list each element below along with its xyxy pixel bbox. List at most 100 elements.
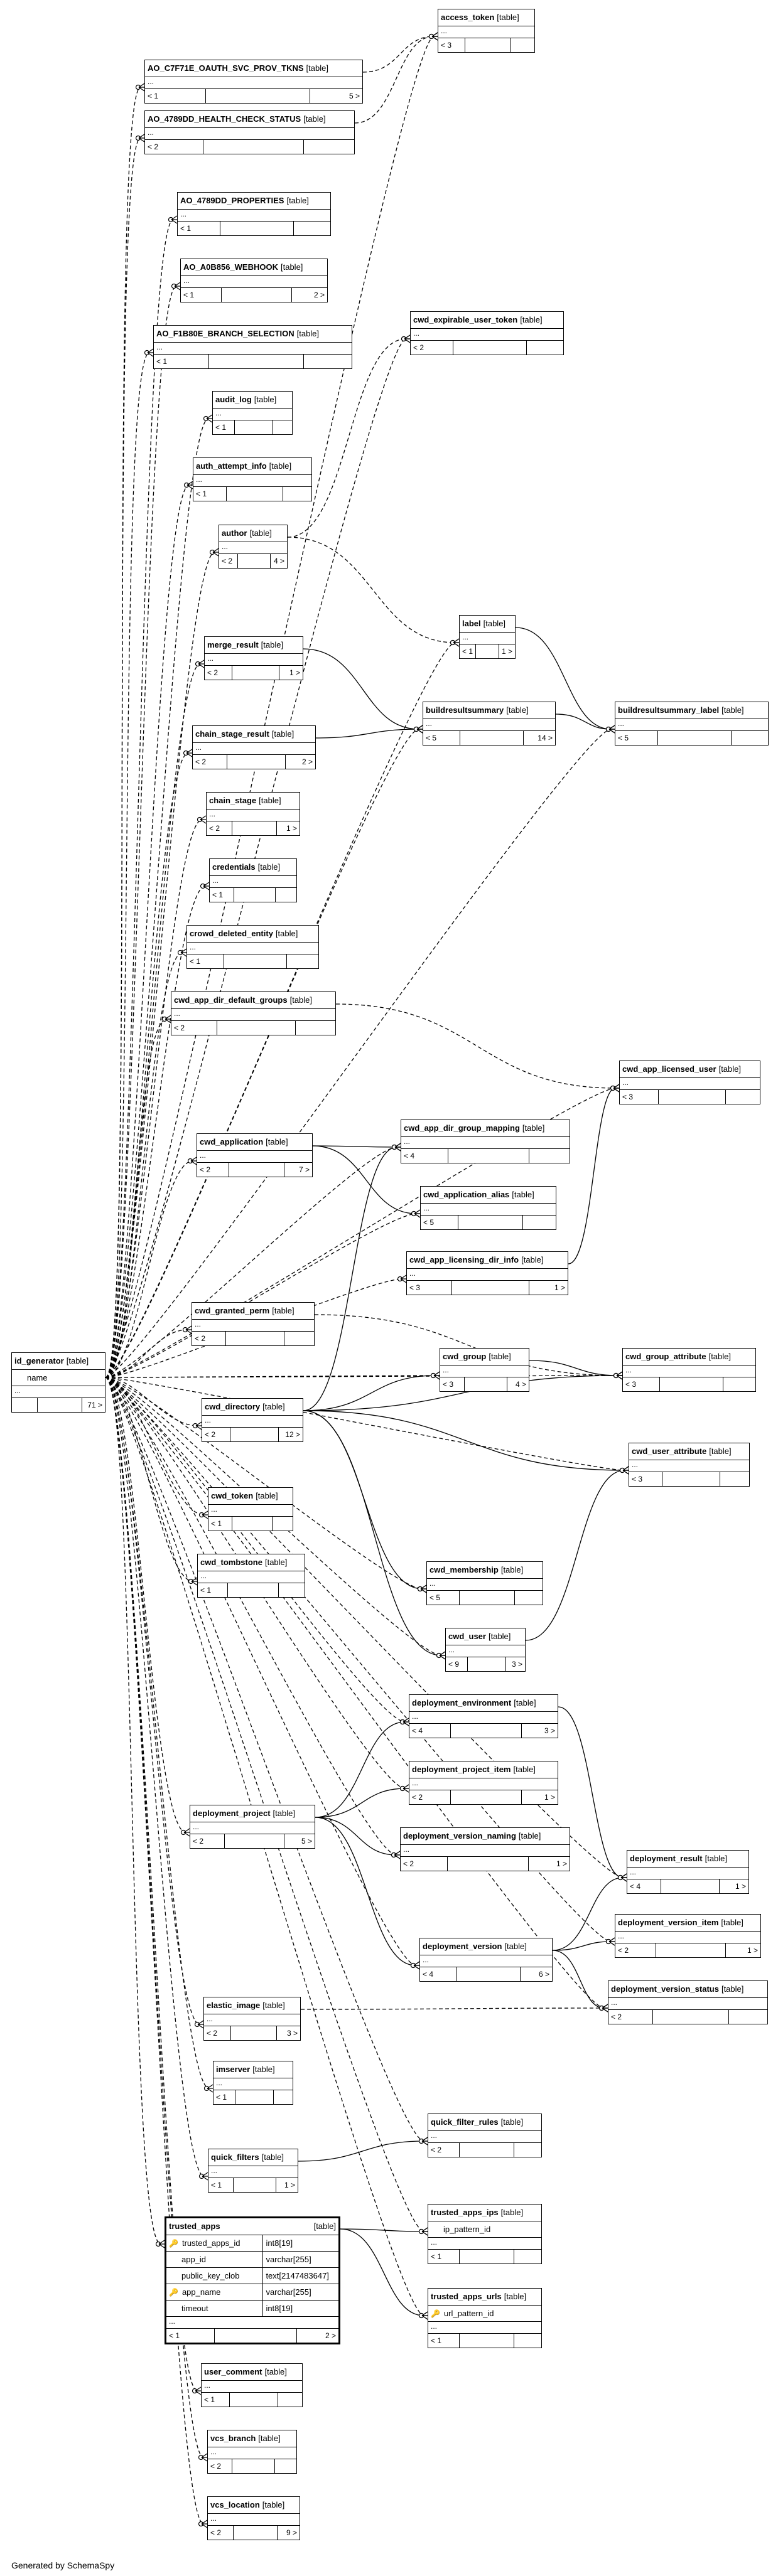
more-columns-ellipsis: ... xyxy=(438,26,534,38)
many-marker xyxy=(203,882,210,890)
parents-count xyxy=(279,1583,305,1597)
table-ao-4789dd-properties[interactable]: AO_4789DD_PROPERTIES[table]...< 1 xyxy=(177,192,331,236)
table-cwd-application-alias[interactable]: cwd_application_alias[table]...< 5 xyxy=(420,1186,556,1230)
many-marker xyxy=(138,83,145,92)
table-tag: [table] xyxy=(281,262,303,272)
table-name: cwd_granted_perm xyxy=(195,1306,270,1315)
table-tag: [table] xyxy=(264,2367,287,2376)
table-name: quick_filters xyxy=(211,2152,259,2162)
table-cwd-user-attribute[interactable]: cwd_user_attribute[table]...< 3 xyxy=(629,1443,750,1487)
table-imserver[interactable]: imserver[table]...< 1 xyxy=(213,2061,293,2105)
more-columns-ellipsis: ... xyxy=(420,1955,552,1967)
table-cwd-membership[interactable]: cwd_membership[table]...< 5 xyxy=(426,1561,543,1605)
table-header: cwd_app_licensing_dir_info[table] xyxy=(407,1252,568,1269)
parents-count: 2 > xyxy=(325,2331,336,2340)
table-header: AO_C7F71E_OAUTH_SVC_PROV_TKNS[table] xyxy=(145,60,362,77)
parents-count xyxy=(527,341,563,355)
table-cwd-token[interactable]: cwd_token[table]...< 1 xyxy=(208,1487,293,1531)
table-vcs-branch[interactable]: vcs_branch[table]...< 2 xyxy=(207,2430,297,2474)
implied-relationship-line xyxy=(105,1377,416,1966)
table-cwd-app-dir-default-groups[interactable]: cwd_app_dir_default_groups[table]...< 2 xyxy=(171,991,336,1035)
many-marker xyxy=(180,948,187,957)
children-count: < 2 xyxy=(208,2459,233,2473)
table-crowd-deleted-entity[interactable]: crowd_deleted_entity[table]...< 1 xyxy=(186,925,319,969)
table-tag: [table] xyxy=(306,63,328,73)
more-columns-ellipsis: ... xyxy=(178,210,330,222)
table-ao-f1b80e-branch-selection[interactable]: AO_F1B80E_BRANCH_SELECTION[table]...< 1 xyxy=(153,325,352,369)
table-header: label[table] xyxy=(460,616,515,633)
table-cwd-app-dir-group-mapping[interactable]: cwd_app_dir_group_mapping[table]...< 4 xyxy=(401,1120,570,1163)
table-tag: [table] xyxy=(257,862,281,872)
children-count: < 2 xyxy=(428,2143,460,2157)
table-tag: [table] xyxy=(518,1831,541,1841)
relationship-line xyxy=(303,1375,436,1411)
table-id-generator[interactable]: id_generator[table]name...71 > xyxy=(11,1352,105,1413)
footer-spacer xyxy=(448,1149,529,1163)
table-cwd-tombstone[interactable]: cwd_tombstone[table]...< 1 xyxy=(197,1554,305,1598)
table-header: cwd_user[table] xyxy=(446,1628,525,1645)
footer-spacer xyxy=(662,1472,721,1486)
table-name: trusted_apps_ips xyxy=(431,2208,499,2217)
table-auth-attempt-info[interactable]: auth_attempt_info[table]...< 1 xyxy=(193,457,312,501)
children-count: < 2 xyxy=(608,2010,653,2024)
table-audit-log[interactable]: audit_log[table]...< 1 xyxy=(212,391,293,435)
table-buildresultsummary-label[interactable]: buildresultsummary_label[table]...< 5 xyxy=(615,702,769,746)
children-count: < 1 xyxy=(193,487,227,501)
table-cwd-expirable-user-token[interactable]: cwd_expirable_user_token[table]...< 2 xyxy=(410,311,564,355)
table-tag: [table] xyxy=(718,1064,741,1074)
parents-count: 9 > xyxy=(286,2528,297,2537)
table-ao-c7f71e-oauth-svc-prov-tkns[interactable]: AO_C7F71E_OAUTH_SVC_PROV_TKNS[table]...<… xyxy=(144,60,363,104)
table-quick-filter-rules[interactable]: quick_filter_rules[table]...< 2 xyxy=(428,2114,542,2157)
table-cwd-group-attribute[interactable]: cwd_group_attribute[table]...< 3 xyxy=(622,1348,756,1392)
table-credentials[interactable]: credentials[table]...< 1 xyxy=(209,858,297,902)
table-name: deployment_version_naming xyxy=(403,1831,516,1841)
table-footer: < 1 xyxy=(198,1583,305,1597)
implied-relationship-line xyxy=(105,752,189,1378)
table-tag: [table] xyxy=(261,640,284,649)
table-cwd-granted-perm[interactable]: cwd_granted_perm[table]...< 2 xyxy=(192,1302,315,1346)
relationship-line xyxy=(303,1410,625,1471)
more-columns-ellipsis: ... xyxy=(210,876,296,888)
table-ao-4789dd-health-check-status[interactable]: AO_4789DD_HEALTH_CHECK_STATUS[table]...<… xyxy=(144,110,355,154)
table-cwd-app-licensed-user[interactable]: cwd_app_licensed_user[table]...< 3 xyxy=(619,1061,760,1104)
parents-count xyxy=(720,1472,749,1486)
footer-spacer xyxy=(232,1517,273,1531)
table-header: crowd_deleted_entity[table] xyxy=(187,926,318,943)
table-footer: < 3 xyxy=(620,1090,760,1104)
children-count: < 1 xyxy=(181,288,222,302)
table-access-token[interactable]: access_token[table]...< 3 xyxy=(438,9,535,53)
footer-spacer xyxy=(460,731,524,745)
more-columns-ellipsis: ... xyxy=(615,1932,760,1943)
table-trusted-apps-ips[interactable]: trusted_apps_ips[table]ip_pattern_id...<… xyxy=(428,2204,542,2264)
table-deployment-version-status[interactable]: deployment_version_status[table]...< 2 xyxy=(608,1980,768,2024)
more-columns-ellipsis: ... xyxy=(401,1845,570,1857)
table-name: deployment_environment xyxy=(412,1698,512,1708)
table-user-comment[interactable]: user_comment[table]...< 1 xyxy=(201,2363,303,2407)
table-trusted-apps-urls[interactable]: trusted_apps_urls[table]🔑url_pattern_id.… xyxy=(428,2288,542,2348)
